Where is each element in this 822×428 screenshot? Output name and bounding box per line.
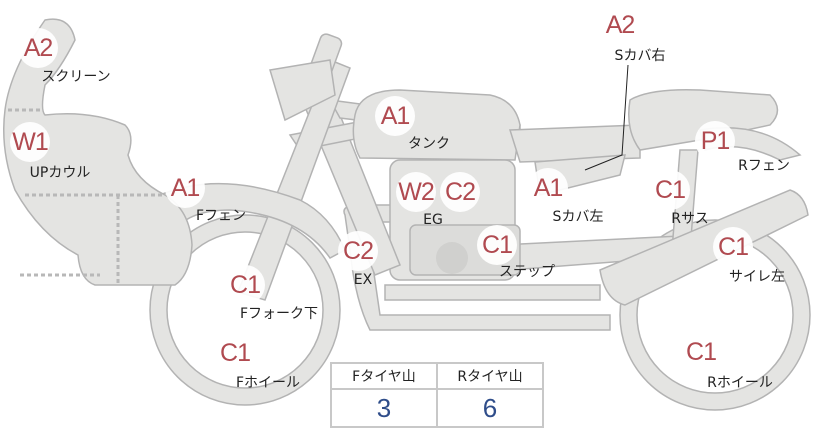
grade-code: A1	[375, 96, 415, 136]
part-label: Sカバ右	[614, 48, 666, 64]
part-label: EG	[423, 212, 443, 228]
part-label: タンク	[408, 136, 450, 152]
front-tire-header: Fタイヤ山	[330, 362, 438, 390]
part-label: UPカウル	[29, 165, 91, 181]
part-label: Fフェン	[195, 208, 247, 224]
grade-code: A2	[18, 28, 58, 68]
grade-code: A2	[600, 5, 640, 45]
part-label: スクリーン	[41, 69, 111, 85]
tire-tread-table: Fタイヤ山 Rタイヤ山 3 6	[330, 362, 544, 428]
grade-code: A1	[165, 168, 205, 208]
grade-code: C1	[681, 332, 721, 372]
part-label: Rサス	[671, 211, 709, 227]
part-label: Fホイール	[235, 375, 301, 391]
grade-code: W2	[396, 172, 436, 212]
grade-code: P1	[695, 121, 735, 161]
part-label: Rホイール	[707, 375, 773, 391]
grade-code: W1	[10, 122, 50, 162]
front-tire-value: 3	[330, 388, 438, 428]
grade-code: C2	[338, 231, 378, 271]
grade-code: C1	[225, 265, 265, 305]
rear-tire-header: Rタイヤ山	[436, 362, 544, 390]
muffler	[599, 189, 809, 306]
part-label: Fフォーク下	[239, 306, 319, 322]
part-label: Rフェン	[738, 158, 790, 174]
part-label: EX	[353, 272, 373, 288]
grade-code: C1	[477, 225, 517, 265]
part-label: サイレ左	[729, 269, 785, 285]
part-label: Sカバ左	[552, 209, 604, 225]
grade-code: A1	[528, 168, 568, 208]
seat	[508, 124, 641, 163]
grade-code: C2	[440, 172, 480, 212]
part-label: ステップ	[499, 264, 555, 280]
grade-code: C1	[215, 333, 255, 373]
grade-code: C1	[650, 170, 690, 210]
rear-tire-value: 6	[436, 388, 544, 428]
grade-code: C1	[713, 227, 753, 267]
